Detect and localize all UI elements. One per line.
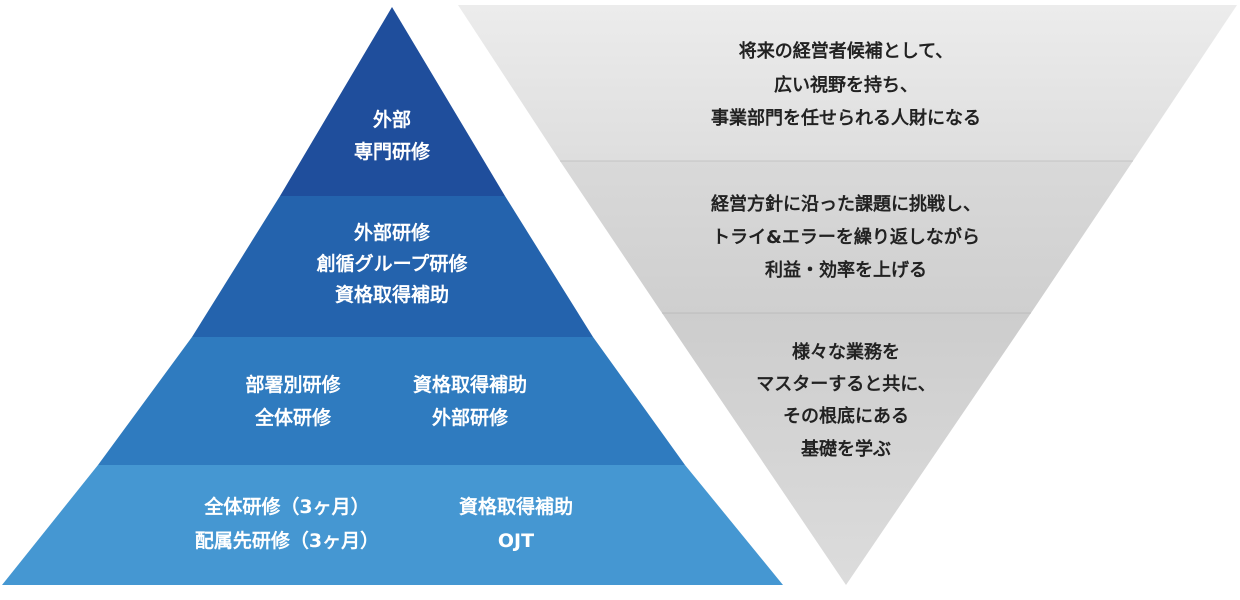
pyramid-tier-4 <box>2 465 783 585</box>
inverted-band-1 <box>458 5 1237 161</box>
tier4-left-line2: 配属先研修（3ヶ月） <box>195 529 379 552</box>
tier3-left-line1: 部署別研修 <box>245 373 341 396</box>
tier1-line1: 外部 <box>373 108 411 131</box>
inverted-pyramid: 将来の経営者候補として、 広い視野を持ち、 事業部門を任せられる人財になる 経営… <box>458 5 1237 585</box>
tier3-right-line2: 外部研修 <box>432 406 509 429</box>
inverted-band-3 <box>662 313 1031 585</box>
inverted-band-2 <box>560 161 1133 313</box>
pyramid-tier-1 <box>280 7 505 196</box>
band3-line1: 様々な業務を <box>792 341 900 363</box>
tier1-line2: 専門研修 <box>354 140 431 163</box>
tier4-right-line1: 資格取得補助 <box>459 495 573 518</box>
tier3-right-line1: 資格取得補助 <box>413 373 527 396</box>
pyramid-tier-2 <box>192 196 593 337</box>
band1-line3: 事業部門を任せられる人財になる <box>711 107 981 129</box>
tier4-right-line2: OJT <box>498 530 534 552</box>
band1-line1: 将来の経営者候補として、 <box>739 40 954 62</box>
band3-line2: マスターすると共に、 <box>756 374 935 395</box>
tier4-left-line1: 全体研修（3ヶ月） <box>203 495 369 518</box>
pyramid-tier-3 <box>98 337 685 465</box>
band2-line2: トライ&エラーを繰り返しながら <box>712 226 980 248</box>
pyramid: 外部 専門研修 外部研修 創循グループ研修 資格取得補助 部署別研修 全体研修 … <box>2 7 783 585</box>
band2-line1: 経営方針に沿った課題に挑戦し、 <box>711 193 981 215</box>
band2-line3: 利益・効率を上げる <box>765 259 927 281</box>
tier2-line3: 資格取得補助 <box>335 283 449 306</box>
band3-line4: 基礎を学ぶ <box>800 438 891 460</box>
tier3-left-line2: 全体研修 <box>254 406 332 429</box>
band1-line2: 広い視野を持ち、 <box>774 74 918 96</box>
band3-line3: その根底にある <box>783 405 909 427</box>
tier2-line2: 創循グループ研修 <box>317 252 469 275</box>
tier2-line1: 外部研修 <box>354 221 431 244</box>
